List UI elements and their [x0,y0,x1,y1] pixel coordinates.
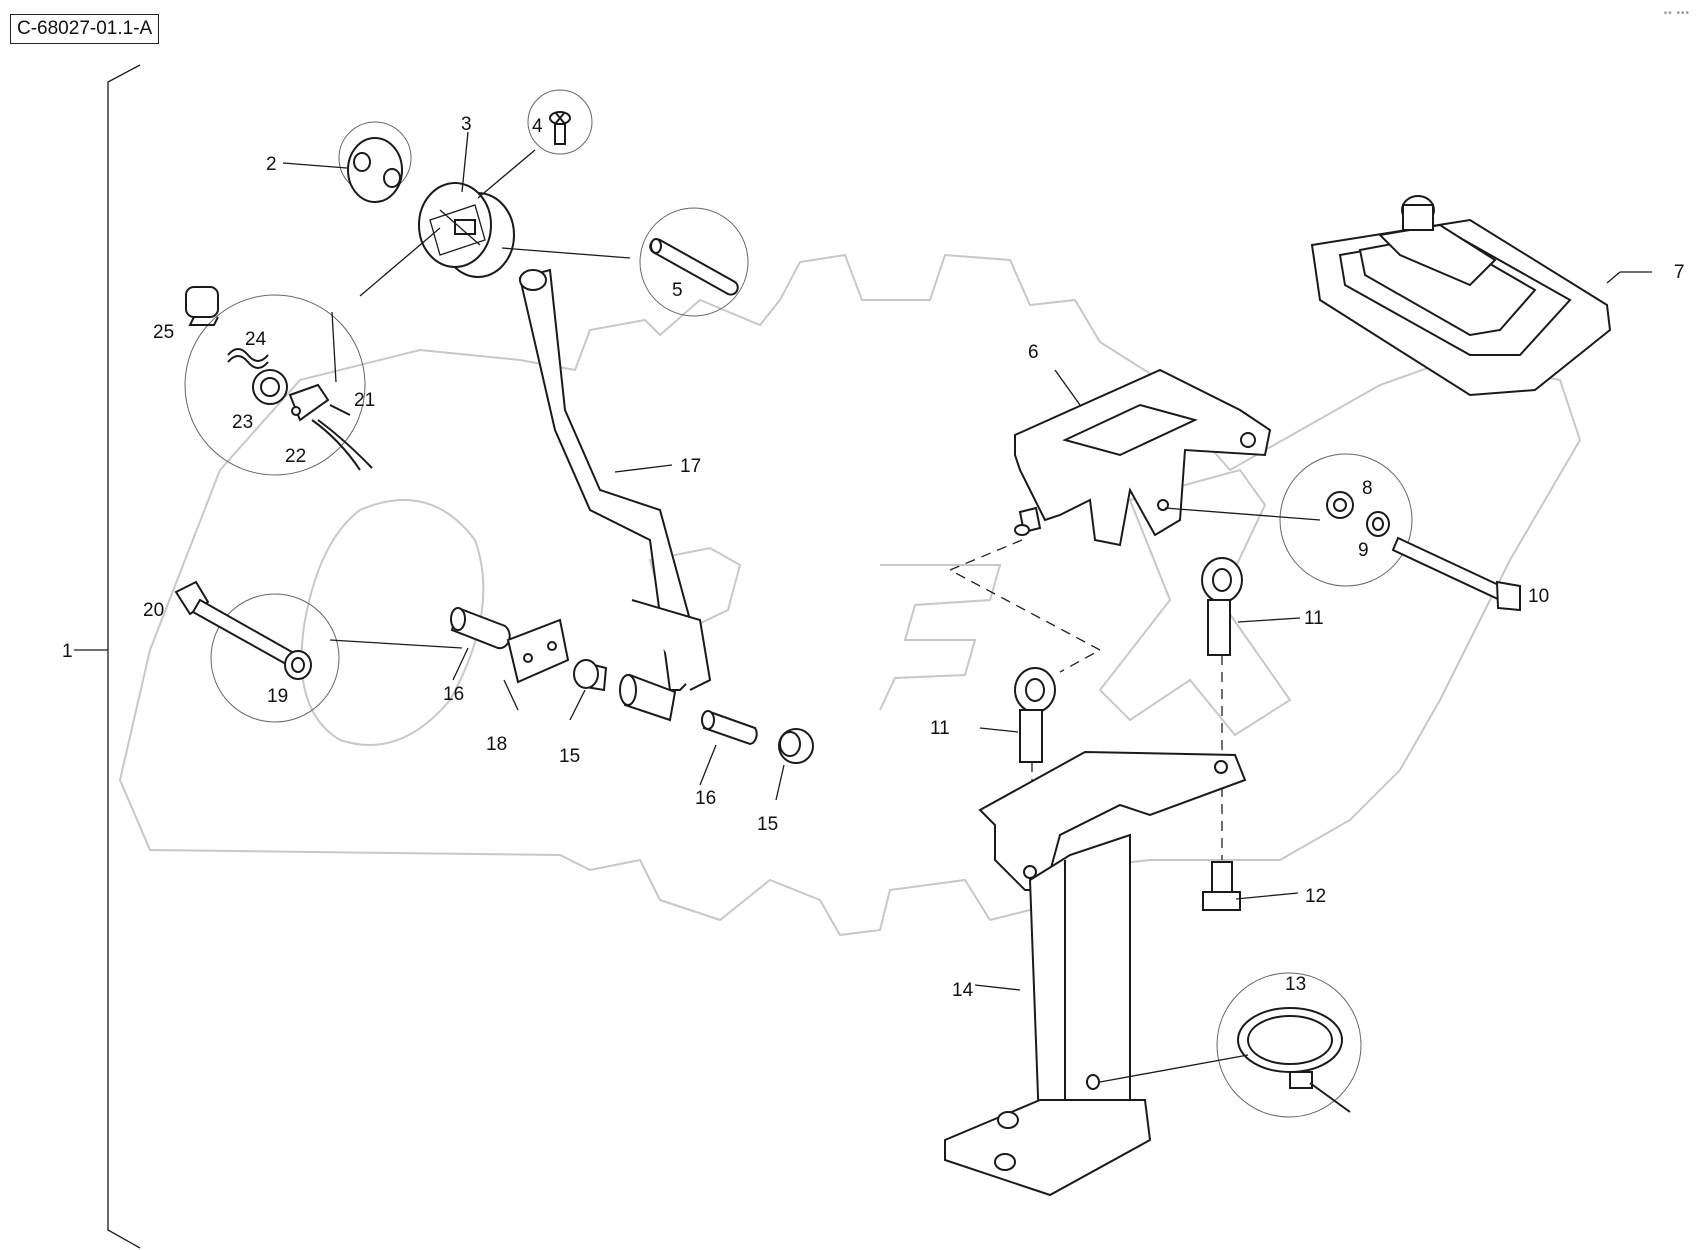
callout-18: 18 [486,734,507,755]
column-part-14 [944,750,1247,1197]
switch-parts-21-25 [185,286,373,471]
diagram-reference-code: C-68027-01.1-A [10,14,160,44]
callout-8: 8 [1362,478,1373,499]
callout-6: 6 [1028,342,1039,363]
pin-part-5 [649,238,739,296]
callout-22: 22 [285,446,306,467]
callout-16b: 16 [695,788,716,809]
callout-4: 4 [532,116,543,137]
corner-mark: •• ••• [1663,8,1690,19]
callout-5: 5 [672,280,683,301]
callout-21: 21 [354,390,375,411]
callout-15a: 15 [559,746,580,767]
callout-7: 7 [1674,262,1685,283]
bushing-part-15b [778,728,814,764]
callout-11b: 11 [930,718,950,739]
leader-lines [282,131,1652,1083]
assembly-bracket-line [107,64,141,1249]
bracket-part-6 [1014,368,1272,547]
bolt-part-12 [1202,861,1241,911]
callout-15b: 15 [757,814,778,835]
callout-14: 14 [952,980,974,1001]
bushing-part-15a [573,659,608,692]
callout-labels: 1 2 3 4 5 6 7 8 9 10 11 11 12 13 14 15 1… [62,114,1685,1001]
spacer-part-16a [450,606,511,650]
knob-cap-part-2 [347,137,403,203]
callout-16a: 16 [443,684,464,705]
callout-17: 17 [680,456,701,477]
shift-lever-part-17 [518,268,712,691]
callout-9: 9 [1358,540,1369,561]
callout-25: 25 [153,322,174,343]
spacer-part-16b [701,710,758,746]
callout-12: 12 [1305,886,1326,907]
callout-13: 13 [1285,974,1306,995]
callout-24: 24 [245,329,267,350]
detail-circles [184,89,1413,1118]
plate-part-18 [506,618,570,684]
bolt-part-10 [1391,536,1521,612]
sleeve-on-lever [619,673,677,722]
callout-23: 23 [232,412,253,433]
assembly-path-lines [948,539,1102,673]
knob-housing-part-3 [418,182,515,278]
screw-part-4 [549,111,571,145]
callout-2: 2 [266,154,277,175]
bolt-part-20 [174,580,294,666]
opex-watermark [118,253,1582,937]
rod-end-part-11a [1201,557,1243,656]
cable-tie-part-13 [1237,1007,1351,1113]
callout-20: 20 [143,600,164,621]
washer-part-9 [1366,511,1390,537]
boot-part-7 [1310,195,1612,397]
nut-part-8 [1326,491,1354,519]
callout-11a: 11 [1304,608,1324,629]
callout-10: 10 [1528,586,1549,607]
callout-19: 19 [267,686,288,707]
callout-3: 3 [461,114,472,135]
nut-part-19 [284,650,312,680]
callout-1: 1 [62,641,73,662]
rod-end-part-11b [1014,667,1056,763]
